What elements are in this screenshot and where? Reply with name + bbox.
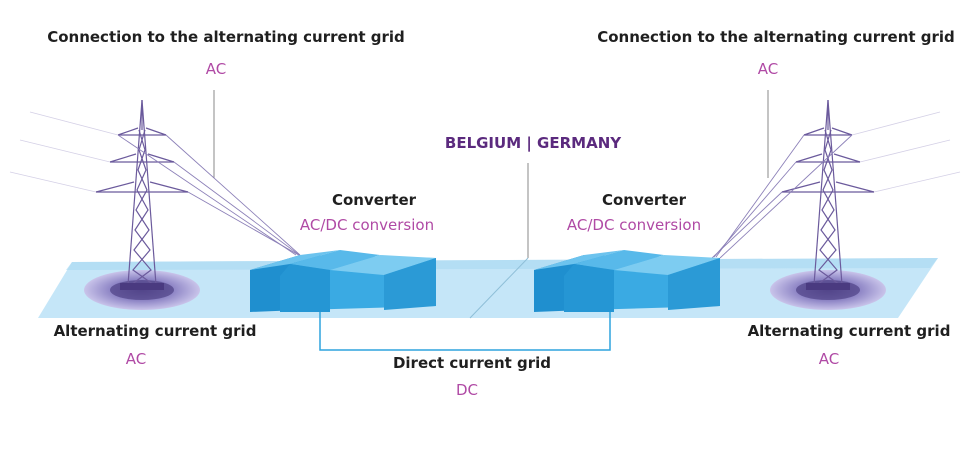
- converter-building-left: [250, 250, 436, 312]
- converter-left-sublabel: AC/DC conversion: [299, 216, 435, 234]
- transmission-tower-left: [95, 99, 189, 286]
- ac-grid-right-code: AC: [818, 350, 840, 368]
- ac-connection-left-label: Connection to the alternating current gr…: [47, 28, 405, 46]
- ac-connection-right-code: AC: [757, 60, 779, 78]
- ac-grid-left-code: AC: [125, 350, 147, 368]
- converter-left-label: Converter: [331, 191, 417, 209]
- converter-right-sublabel: AC/DC conversion: [566, 216, 702, 234]
- power-lines-right-offpage: [851, 111, 961, 193]
- ac-grid-right-label: Alternating current grid: [747, 322, 951, 340]
- ac-connection-left-code: AC: [205, 60, 227, 78]
- dc-grid-code: DC: [455, 381, 479, 399]
- transmission-tower-right: [781, 99, 875, 286]
- converter-building-right: [534, 250, 720, 312]
- ac-grid-left-label: Alternating current grid: [53, 322, 257, 340]
- ground-plane-shade: [66, 258, 938, 270]
- converter-right-label: Converter: [601, 191, 687, 209]
- power-lines-left: [117, 134, 305, 259]
- power-lines-left-offpage: [9, 111, 119, 193]
- tower-base-right: [806, 283, 850, 290]
- border-label: BELGIUM | GERMANY: [444, 134, 622, 152]
- dc-cable: [319, 310, 611, 351]
- tower-base-left: [120, 283, 164, 290]
- ac-connection-right-label: Connection to the alternating current gr…: [597, 28, 955, 46]
- dc-grid-label: Direct current grid: [392, 354, 552, 372]
- power-lines-right: [711, 134, 853, 259]
- border-line-ground: [469, 257, 529, 319]
